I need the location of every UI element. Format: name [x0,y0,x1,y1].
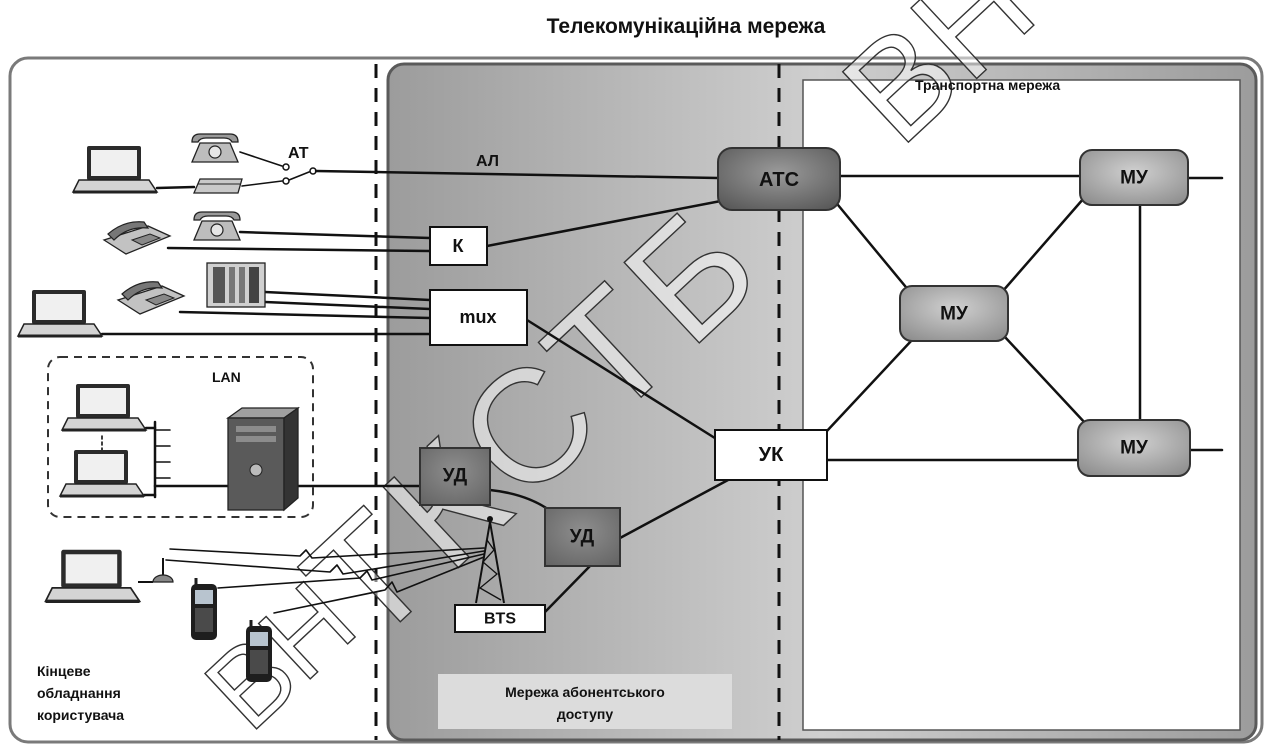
switch-contact-top [283,164,289,170]
user-equipment-label-line2: обладнання [37,685,121,701]
pbx-rack-panel [213,267,225,303]
transport-network-label: Транспортна мережа [915,77,1060,93]
transport-node-top-label: МУ [1120,168,1148,189]
subscriber-terminal-label: АТ [288,145,309,162]
access-network-label-line2: доступу [557,706,613,722]
switching-node-label: УК [759,444,784,466]
telephone-icon [194,212,240,240]
subscriber-line-label: АЛ [476,153,499,170]
pbx-rack-panel [229,267,235,303]
transport-node-top: МУ [1080,150,1188,205]
switching-node: УК [715,430,827,480]
access-device-1: УД [420,448,490,505]
server-bay [236,436,276,442]
transport-node-middle: МУ [900,286,1008,341]
access-network-label-line1: Мережа абонентського [505,684,665,700]
tower-tip [487,516,493,522]
multiplexer-label: mux [459,307,496,327]
telephone-icon [192,134,238,162]
exchange-label: АТС [759,169,799,191]
base-station-node: BTS [455,605,545,632]
transport-node-middle-label: МУ [940,304,968,325]
lan-label: LAN [212,369,241,385]
mobile-phone-icon [191,578,217,640]
transport-node-bottom-label: МУ [1120,438,1148,459]
access-device-2: УД [545,508,620,566]
access-device-1-label: УД [443,466,468,487]
concentrator-label: К [453,236,465,256]
concentrator-node: К [430,227,487,265]
diagram-title: Телекомунікаційна мережа [547,15,826,38]
transport-node-bottom: МУ [1078,420,1190,476]
server-icon [228,408,298,510]
access-device-2-label: УД [570,527,595,548]
pbx-rack-icon [207,263,265,307]
server-side [284,408,298,510]
multiplexer-node: mux [430,290,527,345]
server-power-button [250,464,262,476]
pbx-rack-panel [239,267,245,303]
mobile-phone-icon [246,620,272,682]
pbx-rack-panel [249,267,259,303]
exchange-node: АТС [718,148,840,210]
switch-contact-bottom [283,178,289,184]
laptop-to-modem-wire [157,187,194,188]
user-equipment-label-line3: користувача [37,707,124,723]
base-station-label: BTS [484,611,516,628]
modem-icon [194,179,242,193]
server-bay [236,426,276,432]
user-equipment-label-line1: Кінцеве [37,663,91,679]
modem-body [194,179,242,193]
